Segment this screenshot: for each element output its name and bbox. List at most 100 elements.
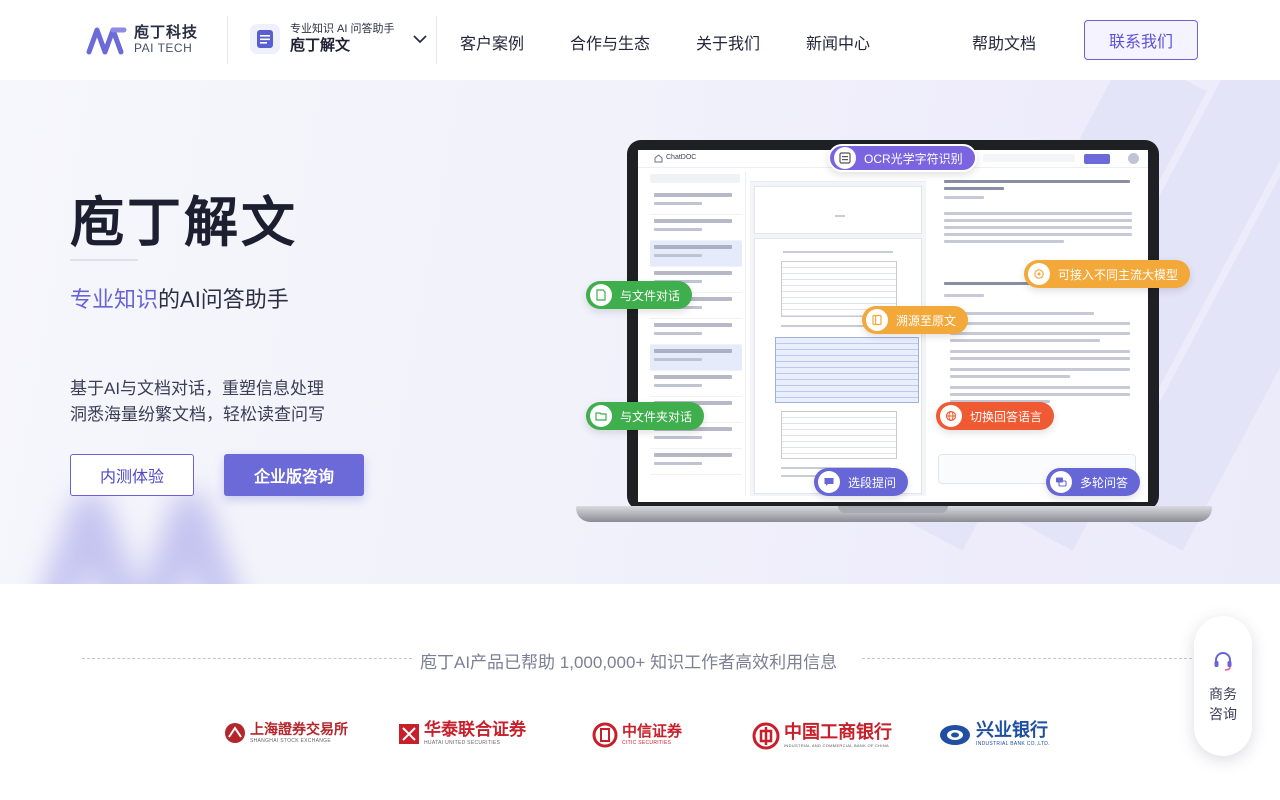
home-icon	[654, 154, 663, 163]
pai-logo-icon	[86, 27, 127, 55]
avatar	[1128, 153, 1139, 164]
app-tip-bar	[983, 154, 1075, 162]
partner-cn: 上海證券交易所	[250, 721, 348, 738]
header-divider	[227, 16, 228, 64]
feature-folder-chat-label: 与文件夹对话	[620, 409, 693, 424]
product-switcher[interactable]: 专业知识 AI 问答助手 庖丁解文	[250, 22, 427, 56]
hero-description: 基于AI与文档对话，重塑信息处理 洞悉海量纷繁文档，轻松读查问写	[70, 376, 325, 428]
logo-cn-text: 庖丁科技	[134, 24, 199, 42]
brain-icon	[1028, 263, 1050, 285]
chevron-down-icon	[412, 35, 427, 44]
hero-title: 庖丁解文	[70, 193, 298, 253]
list-item	[650, 189, 742, 215]
pdf-viewer	[750, 172, 926, 496]
multi-chat-icon	[1050, 471, 1072, 493]
app-screenshot: ChatDOC	[638, 150, 1148, 502]
folder-icon	[590, 405, 612, 427]
list-item	[650, 319, 742, 345]
beta-trial-button[interactable]: 内测体验	[70, 454, 194, 496]
nav-news-center[interactable]: 新闻中心	[806, 36, 871, 53]
nav-help-docs[interactable]: 帮助文档	[972, 36, 1037, 53]
header-divider	[436, 16, 437, 64]
laptop-mockup: ChatDOC	[576, 138, 1212, 528]
product-subtitle: 专业知识 AI 问答助手	[290, 23, 395, 35]
partner-en: SHANGHAI STOCK EXCHANGE	[250, 737, 331, 744]
pdf-page	[754, 186, 922, 234]
partner-cn: 中国工商银行	[784, 722, 892, 743]
laptop-notch	[838, 506, 948, 513]
desc-line-2: 洞悉海量纷繁文档，轻松读查问写	[70, 405, 325, 424]
dashed-divider	[82, 658, 412, 659]
partner-en: INDUSTRIAL BANK CO.,LTD.	[976, 741, 1050, 747]
sse-logo-icon	[225, 723, 245, 743]
document-icon	[250, 23, 280, 54]
feature-multi-turn-label: 多轮问答	[1080, 475, 1129, 490]
doc-list	[648, 172, 746, 496]
partner-cn: 中信证券	[622, 722, 683, 740]
hero-banner: 庖丁解文 专业知识的AI问答助手 基于AI与文档对话，重塑信息处理 洞悉海量纷繁…	[0, 80, 1280, 584]
partner-en: HUATAI UNITED SECURITIES	[424, 740, 501, 746]
list-item	[650, 449, 742, 475]
dashed-divider	[862, 658, 1192, 659]
feature-file-chat: 与文件对话	[586, 281, 693, 309]
site-header: 庖丁科技 PAI TECH 专业知识 AI 问答助手 庖丁解文 客户案例 合作与…	[0, 0, 1280, 80]
partner-cn: 华泰联合证券	[424, 720, 526, 740]
feature-ocr-label: OCR光学字符识别	[864, 151, 963, 166]
feature-select-ask: 选段提问	[814, 468, 909, 496]
subtitle-rest: 的AI问答助手	[158, 287, 289, 312]
stats-bar: 庖丁AI产品已帮助 1,000,000+ 知识工作者高效利用信息	[82, 648, 1192, 672]
pdf-toolbar	[750, 172, 926, 182]
list-item	[650, 345, 742, 371]
partner-en: INDUSTRIAL AND COMMERCIAL BANK OF CHINA	[784, 743, 889, 748]
feature-language-label: 切换回答语言	[970, 409, 1043, 424]
list-item	[650, 241, 742, 267]
partner-cn: 兴业银行	[976, 720, 1048, 741]
contact-us-button[interactable]: 联系我们	[1084, 20, 1198, 60]
book-icon	[866, 309, 888, 331]
nav-customer-cases[interactable]: 客户案例	[460, 36, 525, 53]
business-consult-float[interactable]: 商务咨询	[1194, 616, 1252, 756]
stats-text: 庖丁AI产品已帮助 1,000,000+ 知识工作者高效利用信息	[420, 653, 838, 672]
laptop-base	[576, 506, 1212, 522]
list-item	[650, 371, 742, 397]
decorative-logo-mark	[43, 491, 237, 584]
product-name: 庖丁解文	[290, 37, 351, 55]
app-brand: ChatDOC	[666, 154, 697, 161]
feature-models-label: 可接入不同主流大模型	[1058, 267, 1179, 282]
title-underline	[70, 259, 138, 261]
desc-line-1: 基于AI与文档对话，重塑信息处理	[70, 379, 325, 398]
business-consult-label: 商务咨询	[1209, 686, 1237, 722]
partner-en: CITIC SECURITIES	[622, 740, 672, 746]
ocr-icon	[834, 147, 856, 169]
app-upload-button	[1084, 154, 1110, 164]
feature-select-ask-label: 选段提问	[848, 475, 897, 490]
chat-bubble-icon	[818, 471, 840, 493]
subtitle-highlight: 专业知识	[70, 287, 159, 312]
pai-tech-logo[interactable]: 庖丁科技 PAI TECH	[86, 22, 198, 58]
hero-subtitle: 专业知识的AI问答助手	[70, 282, 289, 314]
huatai-logo-icon	[399, 724, 419, 744]
feature-file-chat-label: 与文件对话	[620, 288, 681, 303]
feature-multi-turn: 多轮问答	[1046, 468, 1141, 496]
feature-models: 可接入不同主流大模型	[1024, 260, 1191, 288]
feature-folder-chat: 与文件夹对话	[586, 402, 705, 430]
chat-panel	[930, 172, 1144, 496]
nav-partners-ecosystem[interactable]: 合作与生态	[570, 36, 651, 53]
feature-language: 切换回答语言	[936, 402, 1055, 430]
file-icon	[590, 284, 612, 306]
enterprise-consult-button[interactable]: 企业版咨询	[224, 454, 364, 496]
list-item	[650, 215, 742, 241]
headset-icon	[1214, 652, 1232, 671]
feature-source: 溯源至原文	[862, 306, 969, 334]
cib-logo-icon	[940, 724, 970, 745]
pdf-page	[754, 238, 922, 494]
nav-about-us[interactable]: 关于我们	[696, 36, 761, 53]
citic-logo-icon	[592, 722, 618, 748]
feature-source-label: 溯源至原文	[896, 313, 957, 328]
logo-en-text: PAI TECH	[134, 40, 193, 55]
